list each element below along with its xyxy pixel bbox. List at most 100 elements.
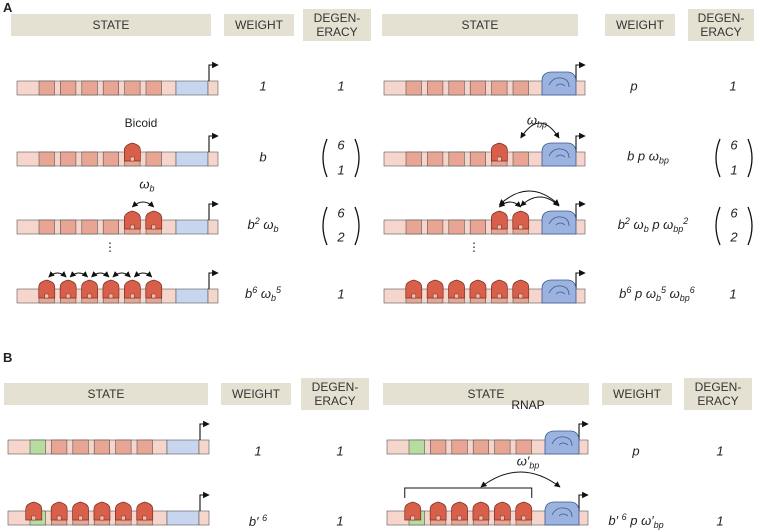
- rnap-protein: [541, 71, 577, 96]
- bicoid-dna-contact: [410, 515, 415, 521]
- bicoid-dna-contact: [411, 293, 416, 299]
- dna-strand-end: [207, 151, 219, 167]
- rnap-protein: [541, 210, 577, 235]
- binding-site: [448, 80, 465, 96]
- promoter-region: [175, 219, 209, 235]
- bicoid-protein: [491, 210, 508, 230]
- bicoid-protein: [72, 501, 89, 521]
- bicoid-protein: [491, 279, 508, 299]
- bicoid-protein: [512, 210, 530, 230]
- bicoid-protein: [25, 501, 43, 521]
- interaction-arrow: [133, 271, 153, 278]
- dna-strand-end: [207, 80, 219, 96]
- header-state-b-left: STATE: [4, 383, 208, 405]
- binding-site: [469, 219, 487, 235]
- bicoid-dna-contact: [65, 293, 71, 299]
- omega-bp-label: ωbp: [526, 112, 548, 130]
- header-degeneracy-a-left: DEGEN- ERACY: [303, 9, 371, 41]
- bicoid-protein: [102, 279, 120, 299]
- interaction-arrow: [480, 471, 561, 488]
- weight-b2-right: b′ 6 p ω′bp: [608, 512, 664, 530]
- dna-layer: [7, 61, 589, 526]
- header-degeneracy-a-right: DEGEN- ERACY: [688, 9, 754, 41]
- weight-a4-right: b6 p ωb5 ωbp6: [619, 285, 695, 303]
- bicoid-protein: [81, 279, 98, 299]
- bicoid-dna-contact: [142, 515, 147, 521]
- degeneracy-b2-right: 1: [716, 513, 724, 529]
- bicoid-dna-contact: [56, 515, 62, 521]
- bicoid-dna-contact: [457, 515, 462, 521]
- dna-strand-end: [207, 288, 219, 304]
- binding-site: [38, 219, 55, 235]
- bicoid-dna-contact: [151, 224, 156, 230]
- binding-site: [60, 219, 77, 235]
- bicoid-dna-contact: [44, 293, 49, 299]
- bicoid-dna-contact: [500, 515, 505, 521]
- rnap-protein: [541, 279, 577, 304]
- bicoid-dna-contact: [497, 156, 502, 162]
- bicoid-protein: [124, 279, 141, 299]
- binding-site: [81, 219, 98, 235]
- binomial-paren-right: [354, 138, 360, 178]
- binding-site: [430, 439, 447, 455]
- transcription-start-arrow: [575, 200, 586, 220]
- interaction-arrow: [131, 201, 155, 208]
- binding-site: [145, 80, 162, 96]
- degeneracy-b1-left: 1: [336, 443, 344, 459]
- transcription-start-arrow: [199, 420, 210, 440]
- panel-label-b: B: [3, 350, 13, 365]
- header-weight-a-left: WEIGHT: [224, 14, 294, 36]
- rnap-protein: [544, 501, 580, 526]
- degeneracy-b2-left: 1: [336, 513, 344, 529]
- interaction-arrow: [498, 190, 560, 206]
- binding-site: [472, 439, 490, 455]
- binding-site: [136, 439, 153, 455]
- weight-a2-right: b p ωbp: [627, 148, 669, 166]
- dna-strand-end: [198, 510, 210, 526]
- binding-site: [448, 219, 465, 235]
- binding-site: [515, 439, 532, 455]
- binding-site: [405, 151, 422, 167]
- dna-construct: [16, 132, 219, 167]
- transcription-start-arrow: [208, 200, 219, 220]
- dna-strand-end: [577, 439, 589, 455]
- binding-site: [469, 80, 487, 96]
- rnap-protein: [544, 430, 580, 455]
- bicoid-dna-contact: [130, 293, 135, 299]
- weight-a3-left: b2 ωb: [247, 216, 279, 234]
- bicoid-dna-contact: [475, 293, 481, 299]
- binom-top-a2-right: 6: [730, 137, 738, 153]
- header-degeneracy-b-right: DEGEN- ERACY: [684, 378, 752, 410]
- transcription-start-arrow: [578, 491, 589, 511]
- transcription-start-arrow: [575, 132, 586, 152]
- bicoid-protein: [469, 279, 487, 299]
- bicoid-dna-contact: [432, 293, 438, 299]
- binding-site: [60, 151, 77, 167]
- bicoid-dna-contact: [130, 156, 135, 162]
- dna-construct: [383, 61, 586, 96]
- degeneracy-a1-left: 1: [337, 78, 345, 94]
- binding-site: [60, 80, 77, 96]
- weight-b1-right: p: [632, 443, 640, 459]
- interaction-arrow: [69, 271, 88, 278]
- degeneracy-a1-right: 1: [729, 78, 737, 94]
- transcription-start-arrow: [208, 132, 219, 152]
- binding-site: [124, 80, 141, 96]
- promoter-region: [166, 510, 200, 526]
- binding-site: [405, 219, 422, 235]
- mutated-site: [29, 439, 46, 455]
- bicoid-dna-contact: [151, 293, 156, 299]
- weight-a2-left: b: [259, 149, 267, 165]
- bicoid-protein: [50, 501, 68, 521]
- dna-strand-end: [574, 80, 586, 96]
- promoter-region: [166, 439, 200, 455]
- bicoid-protein: [515, 501, 533, 521]
- degeneracy-a4-right: 1: [729, 286, 737, 302]
- bicoid-protein: [472, 501, 490, 521]
- rnap-cleft-inner: [555, 154, 566, 158]
- annotation-layer: [48, 122, 753, 498]
- binom-top-a3-left: 6: [337, 205, 345, 221]
- binding-site: [427, 219, 444, 235]
- binding-site: [38, 151, 55, 167]
